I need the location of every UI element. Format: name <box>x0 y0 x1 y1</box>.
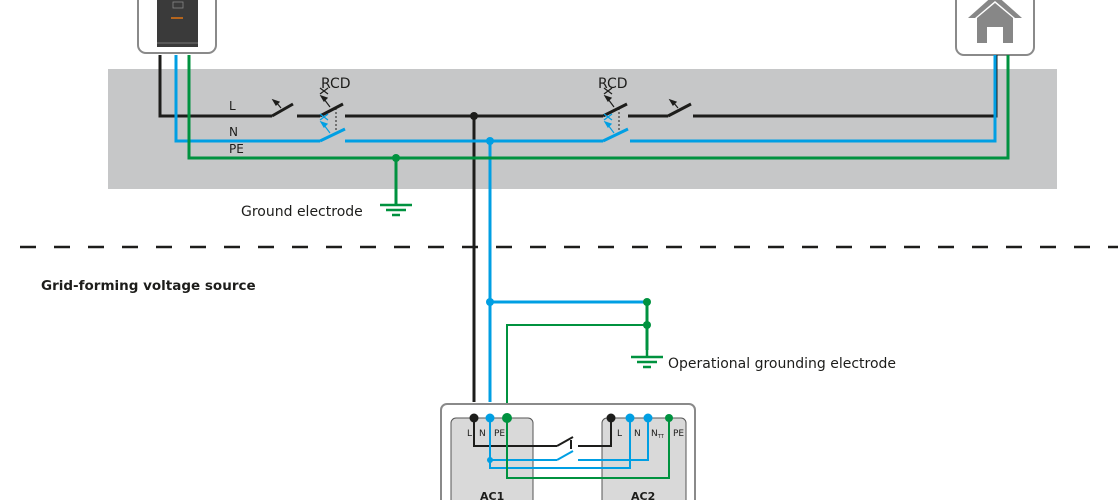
ac2-terminal-ntt: NTT <box>651 429 665 440</box>
pe-conductor-thin <box>506 324 647 420</box>
rcd-label-2: RCD <box>598 76 628 92</box>
ac1-terminal-l: L <box>467 429 472 439</box>
ground-electrode-label: Ground electrode <box>241 204 363 220</box>
internal-l-wiring <box>473 418 612 449</box>
ac2-terminal-pe: PE <box>673 429 684 439</box>
operational-ground-label: Operational grounding electrode <box>668 356 896 372</box>
ac2-label: AC2 <box>631 490 655 500</box>
inverter-device <box>137 0 217 54</box>
internal-pe-wiring <box>506 418 670 479</box>
ac2-terminal-n: N <box>634 429 641 439</box>
household-device <box>955 0 1035 56</box>
switch-actuator-icons <box>271 87 679 109</box>
terminal-dots <box>469 413 673 463</box>
house-icon <box>968 0 1022 43</box>
grid-forming-title: Grid-forming voltage source <box>41 278 256 294</box>
n-conductor <box>174 55 997 402</box>
ac2-terminal-l: L <box>617 429 622 439</box>
junction-dots <box>392 112 651 329</box>
rcd-n-actuator-icons <box>319 113 615 134</box>
ground-electrode-icon <box>380 203 412 217</box>
ac1-label: AC1 <box>480 490 504 500</box>
grid-forming-device <box>440 403 696 500</box>
label-n: N <box>229 125 238 139</box>
ac1-terminal-pe: PE <box>494 429 505 439</box>
internal-n-wiring <box>489 418 649 469</box>
rcd-label-1: RCD <box>321 76 351 92</box>
rcd-link <box>335 108 620 132</box>
label-pe: PE <box>229 142 244 156</box>
ac1-terminal-n: N <box>479 429 486 439</box>
label-l: L <box>229 99 236 113</box>
inverter-icon <box>157 0 198 47</box>
ntt-subscript: TT <box>657 434 665 440</box>
operational-ground-icon <box>631 350 663 369</box>
distribution-panel <box>108 69 1057 189</box>
l-conductor <box>158 55 998 402</box>
